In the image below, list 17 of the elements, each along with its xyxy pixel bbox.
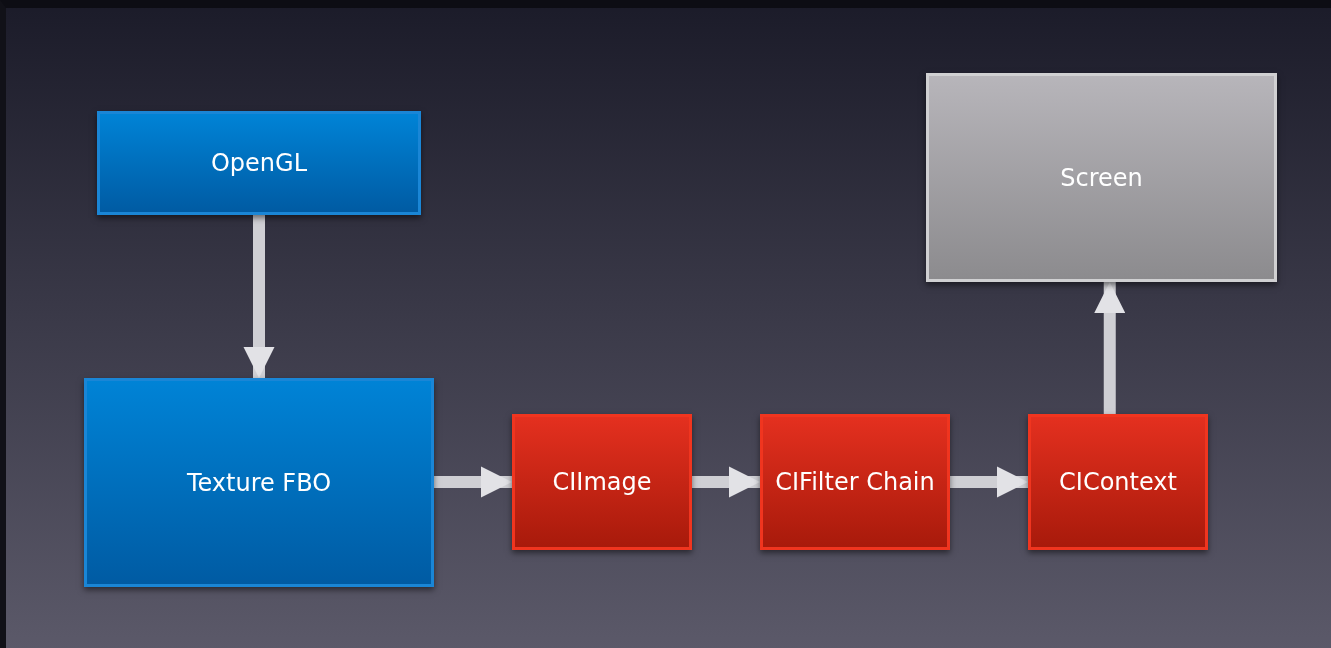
box-label: Texture FBO: [186, 468, 332, 497]
process-box: [84, 378, 434, 587]
process-box: [1028, 414, 1208, 550]
process-box: [97, 111, 421, 215]
box-label: CIContext: [1059, 468, 1177, 496]
arrow: [1094, 282, 1126, 414]
arrow: [243, 215, 275, 378]
box-label: Screen: [1060, 163, 1143, 192]
arrow: [950, 466, 1028, 498]
display-box: [926, 73, 1277, 282]
box-label: CIFilter Chain: [775, 468, 935, 496]
arrow: [692, 466, 760, 498]
process-box: [760, 414, 950, 550]
box-label: OpenGL: [210, 149, 308, 177]
arrow: [434, 466, 512, 498]
process-box: [512, 414, 692, 550]
box-label: CIImage: [552, 468, 652, 496]
